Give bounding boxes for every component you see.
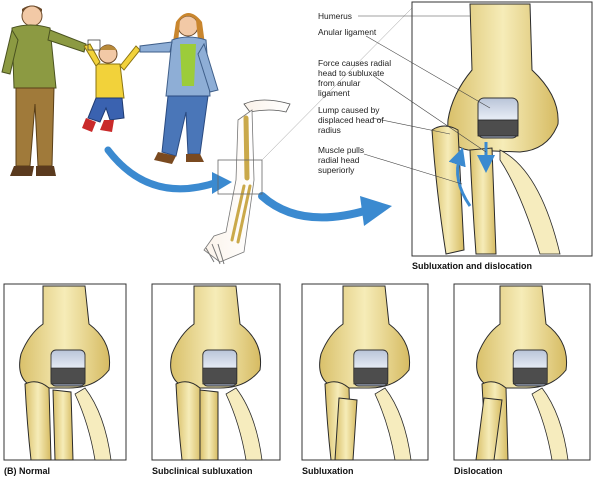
caption-normal: (B) Normal [4, 466, 51, 476]
father-figure [1, 5, 87, 176]
humerus-bone [447, 3, 559, 153]
top-panel-caption: Subluxation and dislocation [412, 261, 533, 271]
label-muscle: Muscle pulls radial head superiorly [318, 145, 365, 175]
radius-bone [469, 147, 497, 255]
panel-normal-radius [52, 389, 74, 461]
bottom-panels [3, 283, 591, 461]
panel-dislocation-radius [475, 397, 503, 461]
panel-subluxation [301, 283, 429, 461]
panel-normal-ulna [24, 381, 52, 461]
panel-normal [3, 283, 127, 461]
elbow-zoom-box [217, 159, 263, 195]
panel-normal-humerus [19, 285, 111, 389]
caption-subclinical-subluxation: Subclinical subluxation [152, 466, 253, 476]
arrow-to-arm [104, 146, 222, 193]
panel-subclinical-humerus [170, 285, 262, 389]
family-illustration [1, 5, 219, 176]
label-anular-ligament: Anular ligament [318, 27, 377, 37]
panel-subluxation-radius [334, 397, 358, 461]
arrow-to-detail-head [360, 196, 392, 226]
mother-figure [139, 13, 219, 164]
label-humerus: Humerus [318, 11, 352, 21]
caption-subluxation: Subluxation [302, 466, 354, 476]
caption-dislocation: Dislocation [454, 466, 503, 476]
arrow-to-detail [258, 192, 372, 222]
grip-highlight-box [87, 39, 101, 51]
label-force: Force causes radial head to subluxate fr… [318, 58, 392, 98]
panel-subclinical-ulna [175, 381, 203, 461]
top-detail-panel [358, 1, 593, 257]
muscle-pull-arrow [448, 147, 472, 207]
panel-dislocation [453, 283, 591, 461]
arm-skeleton-illustration [203, 7, 413, 265]
arrow-to-arm-head [212, 172, 232, 194]
panel-subclinical-radius [199, 389, 219, 461]
child-figure [82, 43, 141, 132]
label-lump: Lump caused by displaced head of radius [318, 105, 384, 135]
panel-subclinical [151, 283, 281, 461]
